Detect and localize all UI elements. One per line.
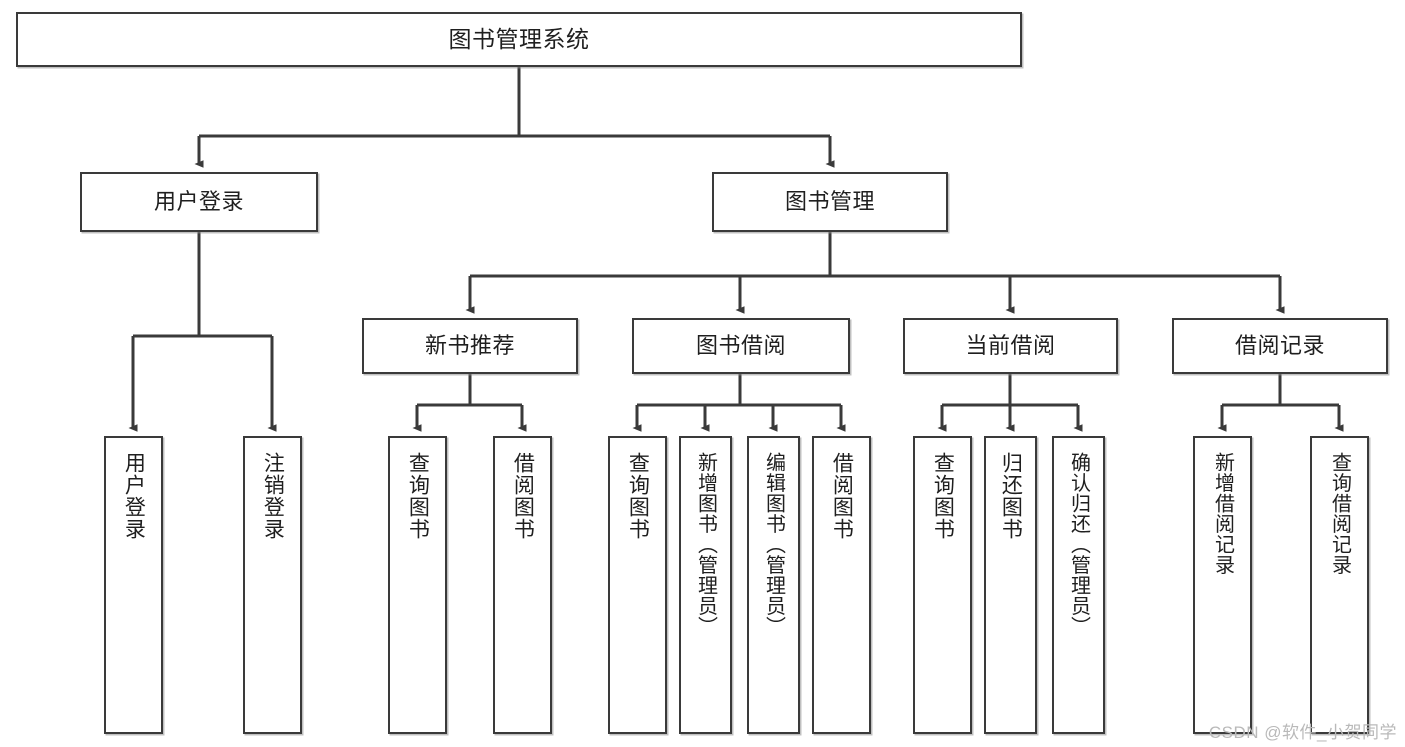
- node-label: 图书管理系统: [448, 25, 590, 52]
- leaf-new-book-borrow[interactable]: 借阅图书: [493, 436, 552, 734]
- node-user-login[interactable]: 用户登录: [80, 172, 318, 232]
- leaf-book-borrow-query[interactable]: 查询图书: [608, 436, 667, 734]
- node-label: 注销登录: [261, 452, 285, 540]
- leaf-current-borrow-return[interactable]: 归还图书: [984, 436, 1037, 734]
- node-label: 归还图书: [999, 452, 1023, 540]
- node-label: 新书推荐: [424, 332, 515, 358]
- node-current-borrow[interactable]: 当前借阅: [903, 318, 1118, 374]
- node-root-system[interactable]: 图书管理系统: [16, 12, 1022, 67]
- node-borrow-record[interactable]: 借阅记录: [1172, 318, 1388, 374]
- leaf-user-login-logout[interactable]: 注销登录: [243, 436, 302, 734]
- leaf-book-borrow-borrow[interactable]: 借阅图书: [812, 436, 871, 734]
- node-label: 编辑图书（管理员）: [762, 452, 785, 637]
- node-book-management[interactable]: 图书管理: [712, 172, 948, 232]
- node-label: 查询借阅记录: [1328, 452, 1351, 575]
- leaf-book-borrow-add[interactable]: 新增图书（管理员）: [679, 436, 732, 734]
- node-label: 新增图书（管理员）: [694, 452, 717, 637]
- leaf-user-login-login[interactable]: 用户登录: [104, 436, 163, 734]
- node-label: 新增借阅记录: [1211, 452, 1234, 575]
- leaf-borrow-record-add[interactable]: 新增借阅记录: [1193, 436, 1252, 734]
- node-label: 用户登录: [153, 188, 244, 214]
- leaf-current-borrow-query[interactable]: 查询图书: [913, 436, 972, 734]
- node-label: 借阅记录: [1234, 332, 1325, 358]
- node-label: 查询图书: [931, 452, 955, 540]
- node-label: 借阅图书: [830, 452, 854, 540]
- node-label: 用户登录: [122, 452, 146, 540]
- csdn-watermark: CSDN @软件_小贺同学: [1208, 723, 1397, 742]
- node-label: 借阅图书: [511, 452, 535, 540]
- node-label: 查询图书: [406, 452, 430, 540]
- node-book-borrow[interactable]: 图书借阅: [632, 318, 850, 374]
- node-label: 图书借阅: [695, 332, 786, 358]
- leaf-new-book-query[interactable]: 查询图书: [388, 436, 447, 734]
- node-new-book-recommend[interactable]: 新书推荐: [362, 318, 578, 374]
- node-label: 当前借阅: [965, 332, 1056, 358]
- leaf-borrow-record-query[interactable]: 查询借阅记录: [1310, 436, 1369, 734]
- node-label: 图书管理: [784, 188, 875, 214]
- node-label: 确认归还（管理员）: [1067, 452, 1090, 637]
- node-label: 查询图书: [626, 452, 650, 540]
- leaf-current-borrow-confirm-return[interactable]: 确认归还（管理员）: [1052, 436, 1105, 734]
- leaf-book-borrow-edit[interactable]: 编辑图书（管理员）: [747, 436, 800, 734]
